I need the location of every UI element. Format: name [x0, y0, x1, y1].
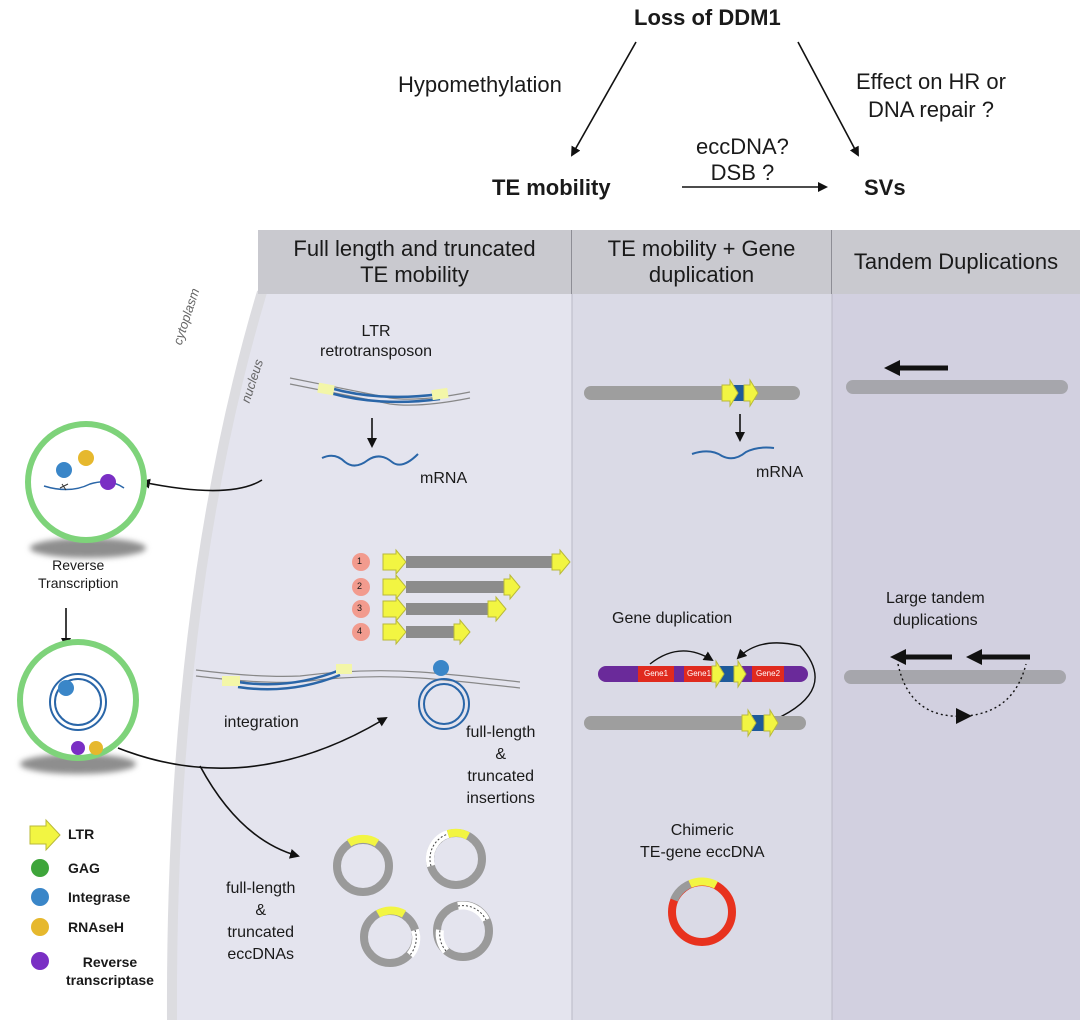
legend-rnaseh: RNAseH: [68, 919, 125, 935]
label-gene2: Gene2: [756, 669, 781, 678]
label-svs: SVs: [864, 175, 906, 200]
gag-dot-icon: [31, 859, 49, 877]
number-3: 3: [357, 603, 363, 613]
cell-virus-like-particle: [25, 421, 147, 558]
label-gene1-b: Gene1: [687, 669, 712, 678]
label-gene-duplication: Gene duplication: [612, 610, 733, 627]
legend-integrase: Integrase: [68, 889, 131, 905]
label-eccdna-dsb: eccDNA?DSB ?: [696, 134, 789, 185]
title-loss-ddm1: Loss of DDM1: [634, 5, 781, 30]
integrase-dot-icon: [31, 888, 49, 906]
rnaseh-dot-icon: [31, 918, 49, 936]
label-te-mobility: TE mobility: [492, 175, 611, 200]
label-mrna-1: mRNA: [420, 470, 468, 487]
number-1: 1: [357, 556, 363, 566]
ltr-arrow-icon: [29, 818, 61, 852]
cell-reverse-transcribed: [17, 639, 139, 774]
panel-tandem: [832, 294, 1080, 1020]
number-2: 2: [357, 581, 363, 591]
chimeric-eccdna: [668, 877, 736, 946]
label-integration: integration: [224, 714, 299, 731]
legend-ltr: LTR: [68, 826, 95, 842]
nuclear-envelope: [166, 290, 267, 1021]
label-mrna-2: mRNA: [756, 464, 804, 481]
label-hypomethylation: Hypomethylation: [398, 72, 562, 97]
truncated-copies: [352, 548, 571, 646]
header-tandem: Tandem Duplications: [832, 230, 1080, 294]
eccdna-circles: [333, 828, 493, 967]
number-4: 4: [357, 626, 363, 636]
label-gene1-a: Gene1: [644, 669, 669, 678]
panel-gene-duplication: [572, 294, 832, 1020]
legend-gag: GAG: [68, 860, 100, 876]
rt-dot-icon: [31, 952, 49, 970]
